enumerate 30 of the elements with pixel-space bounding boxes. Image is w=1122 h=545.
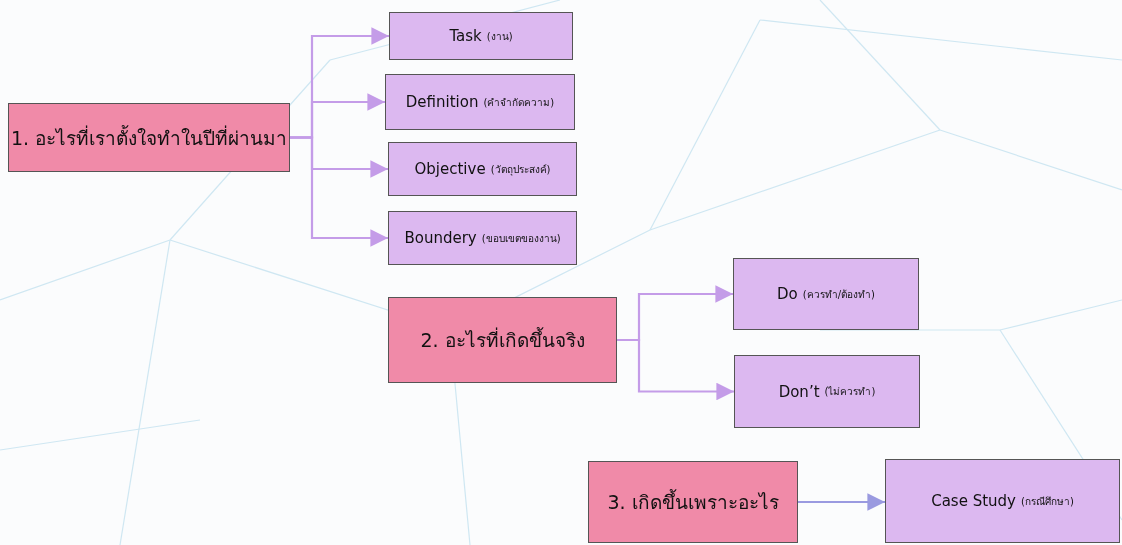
box-sublabel: (วัตถุประสงค์) <box>490 162 551 177</box>
box-label: Task <box>449 27 482 45</box>
arrow <box>617 338 734 401</box>
box-label: Objective <box>414 160 486 178</box>
topic-box <box>733 258 919 330</box>
box-sublabel: (กรณีศึกษา) <box>1021 494 1074 509</box>
box-sublabel: (ไม่ควรทำ) <box>824 385 876 399</box>
step-box <box>8 103 290 172</box>
topic-box <box>389 12 573 60</box>
box-label: Definition <box>405 93 479 111</box>
box-sublabel: (งาน) <box>486 29 513 44</box>
topic-box <box>388 142 577 196</box>
box-label: 1. อะไรที่เราตั้งใจทำในปีที่ผ่านมา <box>10 124 288 151</box>
box-label: Case Study <box>931 492 1016 510</box>
arrow <box>290 136 388 247</box>
topic-box <box>734 355 920 428</box>
topic-box <box>885 459 1120 543</box>
step-box <box>388 297 617 383</box>
box-label: Boundery <box>404 229 477 247</box>
box-label: 3. เกิดขึ้นเพราะอะไร <box>607 488 779 515</box>
topic-box <box>385 74 575 130</box>
box-label: 2. อะไรที่เกิดขึ้นจริง <box>420 326 585 353</box>
box-sublabel: (ควรทำ/ต้องทำ) <box>802 287 875 302</box>
arrow <box>798 493 885 511</box>
topic-box <box>388 211 577 265</box>
box-label: Don’t <box>778 382 820 401</box>
box-label: Do <box>777 285 798 303</box>
step-box <box>588 461 798 543</box>
box-sublabel: (คำจำกัดความ) <box>483 95 555 110</box>
box-sublabel: (ขอบเขตของงาน) <box>481 231 561 246</box>
